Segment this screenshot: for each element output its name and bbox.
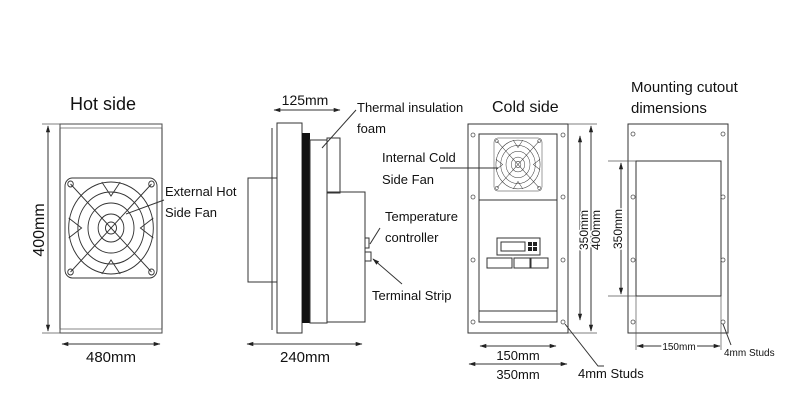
controller-box <box>326 191 366 323</box>
cold-outer-height-label: 400mm <box>589 210 603 250</box>
external-fan-icon <box>64 177 158 279</box>
cold-outer-width-label: 350mm <box>496 367 539 382</box>
terminal-strip <box>364 251 372 262</box>
depth-label: 240mm <box>280 349 330 366</box>
cold-outer-panel <box>467 123 569 334</box>
cold-fan-label-1: Internal Cold <box>382 150 456 165</box>
mounting-height-label: 350mm <box>611 209 625 249</box>
controller-panel <box>478 199 558 312</box>
controller-button[interactable] <box>486 257 513 269</box>
top-fins <box>59 123 163 129</box>
mounting-plate <box>276 122 303 334</box>
hot-fan-label-1: External Hot <box>165 184 237 199</box>
controller-display[interactable] <box>496 237 541 256</box>
controller-button[interactable] <box>513 257 531 269</box>
hot-side-title: Hot side <box>70 94 136 114</box>
mounting-studs-label: 4mm Studs <box>724 348 775 359</box>
depth-top-label: 125mm <box>282 92 329 108</box>
side-profile-view: 125mm 240mm Thermal insulation foam Inte… <box>246 92 498 366</box>
controller-button[interactable] <box>530 257 549 269</box>
controller-label-1: Temperature <box>385 209 458 224</box>
hot-fan-label-2: Side Fan <box>165 205 217 220</box>
cutout-area <box>635 160 722 297</box>
cold-inner-width-label: 150mm <box>496 348 539 363</box>
hot-height-label: 400mm <box>31 203 48 256</box>
cold-block <box>309 139 328 324</box>
stud-holes <box>470 132 566 325</box>
cold-studs-label: 4mm Studs <box>578 366 644 381</box>
cold-inner-height-label: 350mm <box>577 210 591 250</box>
hot-heatsink <box>247 177 278 283</box>
cold-fan-housing <box>326 137 341 194</box>
insulation-label-1: Thermal insulation <box>357 100 463 115</box>
cold-side-title: Cold side <box>492 99 559 116</box>
hot-side-view: Hot side 400mm 480mm External Hot Side F… <box>31 94 237 366</box>
internal-fan-icon <box>493 137 543 192</box>
cold-side-view: Cold side 350mm 400mm 150mm 350mm 4mm St… <box>467 99 644 382</box>
insulation-label-2: foam <box>357 121 386 136</box>
terminal-label: Terminal Strip <box>372 288 451 303</box>
hot-width-label: 480mm <box>86 349 136 366</box>
fan-leader <box>125 199 165 215</box>
mounting-title-2: dimensions <box>631 100 707 117</box>
mounting-cutout-view: Mounting cutout dimensions 350mm 150mm 4… <box>608 79 775 359</box>
mounting-width-label: 150mm <box>662 342 695 353</box>
cold-fan-label-2: Side Fan <box>382 172 434 187</box>
stud-holes <box>630 131 726 325</box>
controller-knob <box>364 237 370 249</box>
insulation-foam <box>302 133 310 323</box>
bottom-fins <box>59 328 163 334</box>
mounting-title-1: Mounting cutout <box>631 79 739 96</box>
mounting-panel <box>627 123 729 334</box>
cold-inner-panel <box>478 133 558 323</box>
controller-label-2: controller <box>385 230 439 245</box>
